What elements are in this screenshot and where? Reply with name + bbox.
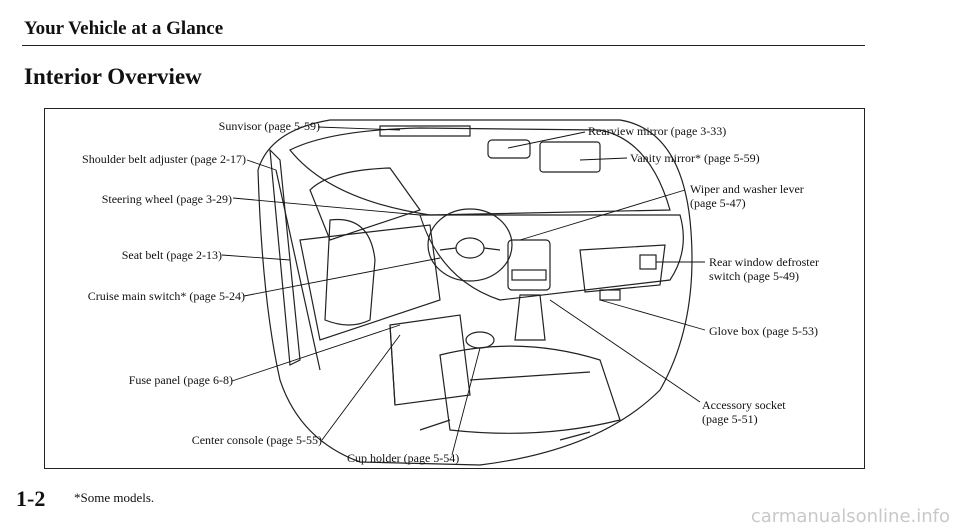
dashboard <box>419 214 684 301</box>
center-stack <box>507 239 551 291</box>
callout-wiper-washer-lever: Wiper and washer lever (page 5-47) <box>690 182 804 210</box>
callout-shoulder-belt-adjuster: Shoulder belt adjuster (page 2-17) <box>82 152 246 166</box>
gear-shift <box>514 294 546 341</box>
callout-vanity-mirror: Vanity mirror* (page 5-59) <box>630 151 760 165</box>
callout-rearview-mirror: Rearview mirror (page 3-33) <box>588 124 727 138</box>
footnote: *Some models. <box>74 490 155 505</box>
callout-wiper-line2: (page 5-47) <box>690 196 746 210</box>
steering-wheel <box>427 208 513 282</box>
page-number: 1-2 <box>16 486 46 511</box>
title-divider <box>22 45 865 46</box>
b-pillar <box>269 148 301 366</box>
cup-holder <box>465 331 495 349</box>
watermark: carmanualsonline.info <box>750 506 950 527</box>
callout-rear-window-defroster: Rear window defroster switch (page 5-49) <box>709 255 819 283</box>
callout-cruise-main-switch: Cruise main switch* (page 5-24) <box>87 289 245 303</box>
vanity-mirror <box>539 141 601 173</box>
page-heading: Interior Overview <box>24 64 202 89</box>
interior-figure-frame <box>44 108 865 469</box>
leader-lines <box>221 126 706 456</box>
seat-belt-strap <box>275 169 321 371</box>
section-title: Your Vehicle at a Glance <box>24 18 224 39</box>
defroster-switch <box>639 254 657 270</box>
sunvisor <box>379 125 471 137</box>
callout-steering-wheel: Steering wheel (page 3-29) <box>101 192 232 206</box>
cabin-outline <box>257 119 693 466</box>
callout-accessory-socket: Accessory socket (page 5-51) <box>702 398 786 426</box>
driver-seat <box>324 218 376 326</box>
callout-fuse-panel: Fuse panel (page 6-8) <box>128 373 233 387</box>
callout-wiper-line1: Wiper and washer lever <box>690 182 804 196</box>
callout-defroster-line2: switch (page 5-49) <box>709 269 799 283</box>
callout-center-console: Center console (page 5-55) <box>191 433 322 447</box>
callout-cup-holder: Cup holder (page 5-54) <box>347 451 460 465</box>
callout-accessory-line1: Accessory socket <box>702 398 786 412</box>
door-panel <box>299 224 441 341</box>
side-window <box>309 167 421 241</box>
glove-box <box>579 244 666 293</box>
rearview-mirror <box>487 139 531 159</box>
windshield <box>289 127 671 216</box>
callout-glove-box: Glove box (page 5-53) <box>709 324 818 338</box>
callout-defroster-line1: Rear window defroster <box>709 255 819 269</box>
callout-accessory-line2: (page 5-51) <box>702 412 758 426</box>
center-console <box>389 314 471 406</box>
callout-seat-belt: Seat belt (page 2-13) <box>121 248 222 262</box>
callout-sunvisor: Sunvisor (page 5-59) <box>218 119 320 133</box>
passenger-seat <box>439 345 621 434</box>
